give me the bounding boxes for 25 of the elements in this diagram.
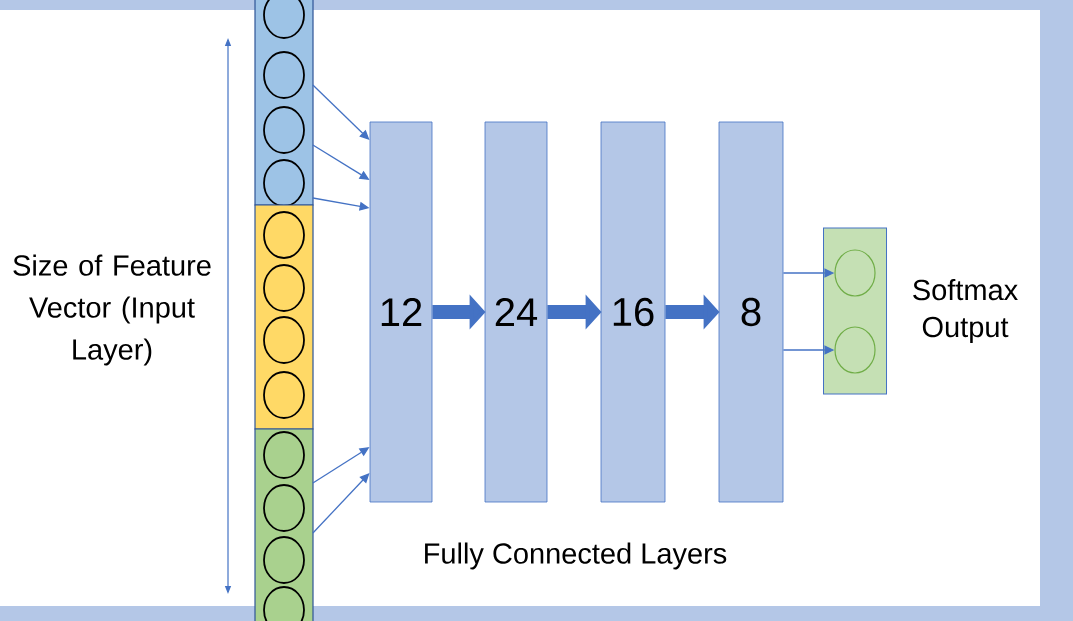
neuron-circle [263,431,305,479]
arrow [312,473,370,534]
input-segment [254,428,314,621]
neuron-circle [263,371,305,419]
neuron-circle [834,326,876,374]
input-segment [254,204,314,430]
layer-box: 12 [369,121,433,503]
layer-box: 16 [600,121,666,503]
layer-box: 24 [484,121,548,503]
neuron-circle [263,316,305,364]
axis-label: Size of Feature Vector (Input Layer) [13,254,211,366]
neuron-circle [263,536,305,584]
neuron-circle [263,264,305,312]
neuron-circle [263,106,305,154]
neuron-circle [263,211,305,259]
neuron-circle [834,249,876,297]
neuron-circle [263,159,305,207]
arrow [312,84,370,140]
output-box [823,227,887,395]
layer-box: 8 [718,121,784,503]
neuron-circle [263,484,305,532]
input-segment [254,0,314,206]
neuron-circle [263,51,305,99]
output-label: Softmax Output [913,279,1018,343]
caption-text: Fully Connected Layers [425,542,727,570]
